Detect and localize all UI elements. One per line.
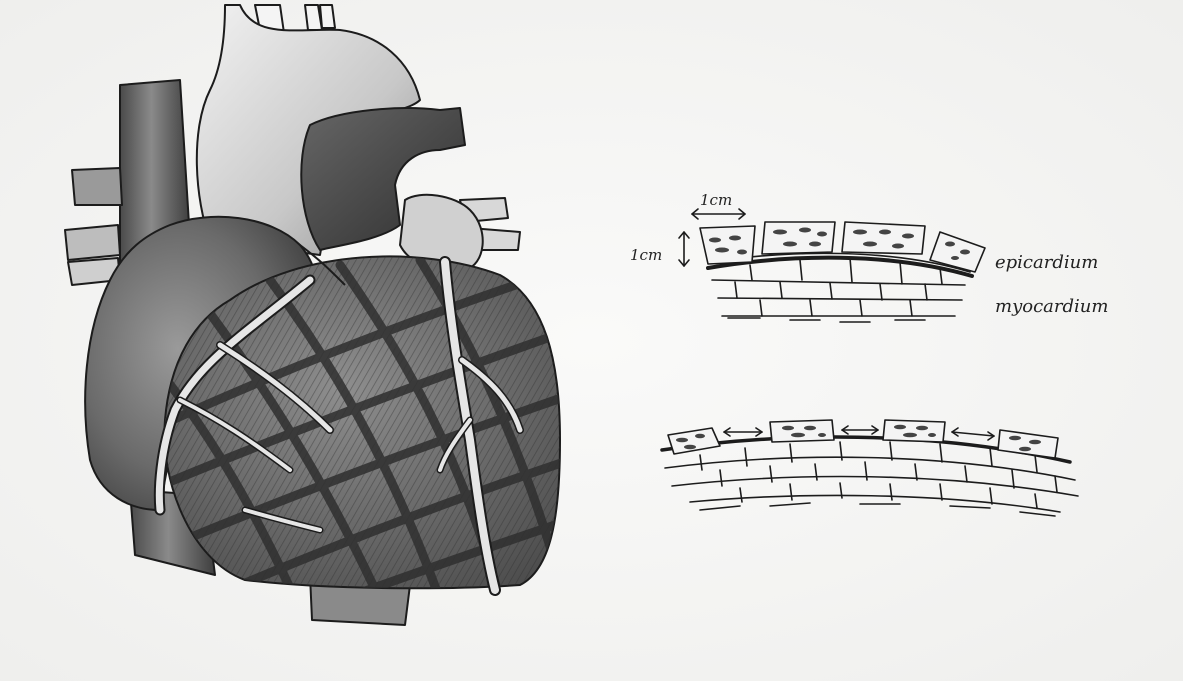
patch-flat-2 [762, 222, 835, 254]
pulmonary-vein-right-upper [72, 168, 122, 205]
left-subclavian-artery [320, 5, 335, 28]
myocardium-label: myocardium [995, 296, 1108, 317]
patch-expanded-2 [770, 420, 834, 442]
width-scale-label: 1cm [700, 191, 732, 209]
height-scale-label: 1cm [630, 246, 662, 264]
patch-flat-3 [842, 222, 925, 254]
patch-expanded-3 [883, 420, 945, 442]
patch-flat-1 [700, 226, 755, 264]
pulmonary-vein-right-lower [65, 225, 120, 260]
epicardium-label: epicardium [995, 252, 1098, 273]
